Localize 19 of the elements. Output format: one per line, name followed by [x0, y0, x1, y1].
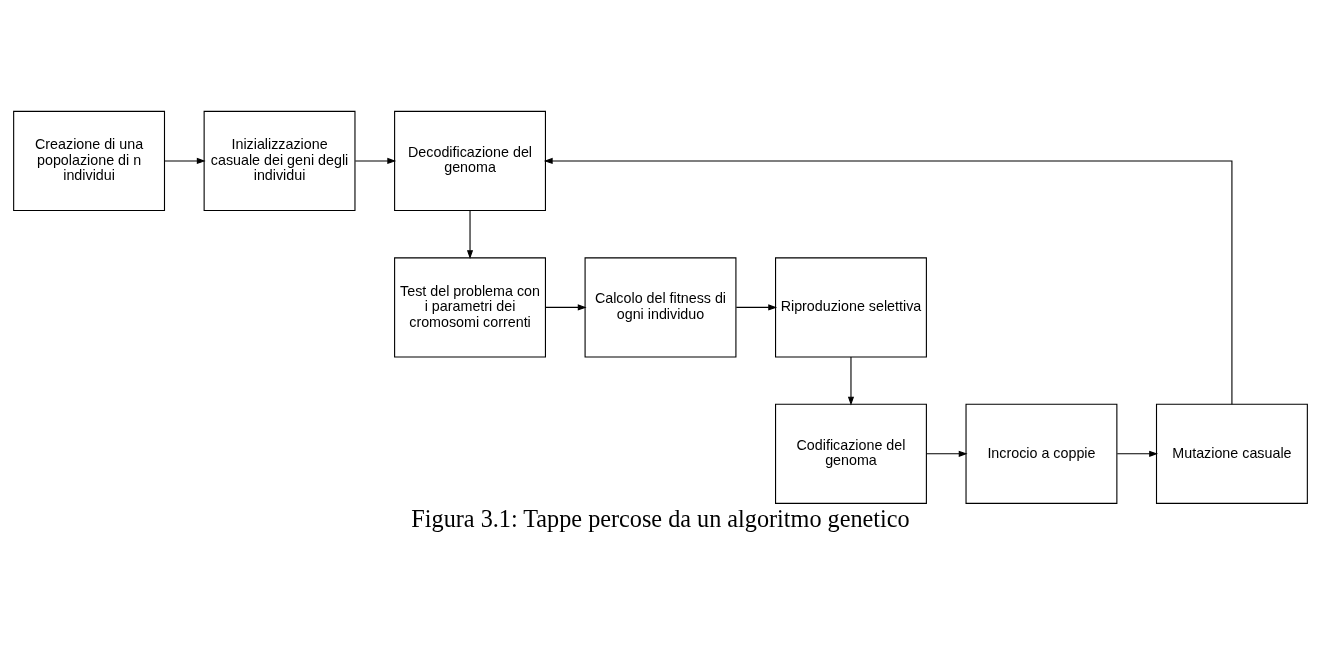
arrow: [735, 304, 778, 311]
node-box: Inizializzazione casuale dei geni degli individui: [203, 110, 356, 212]
node-box: Test del problema con i parametri dei cromosomi correnti: [394, 257, 546, 358]
arrow: [354, 157, 397, 165]
node-box: Riproduzione selettiva: [775, 257, 927, 358]
node-box: Decodificazione del genoma: [394, 110, 546, 212]
node-box: Mutazione casuale: [1155, 403, 1308, 504]
node-box: Incrocio a coppie: [965, 403, 1118, 504]
arrow: [1116, 450, 1159, 457]
node-box: Codificazione del genoma: [775, 403, 927, 504]
node-box: Calcolo del fitness di ogni individuo: [584, 257, 737, 358]
arrow: [543, 157, 1233, 405]
arrow: [545, 304, 587, 311]
caption: Figura 3.1: Tappe percose da un algoritmo genetico: [411, 505, 910, 533]
arrow: [466, 210, 474, 260]
node-box: Creazione di una popolazione di n individui: [13, 110, 166, 212]
arrow: [926, 450, 968, 457]
arrow: [164, 157, 206, 165]
arrow: [847, 356, 855, 406]
